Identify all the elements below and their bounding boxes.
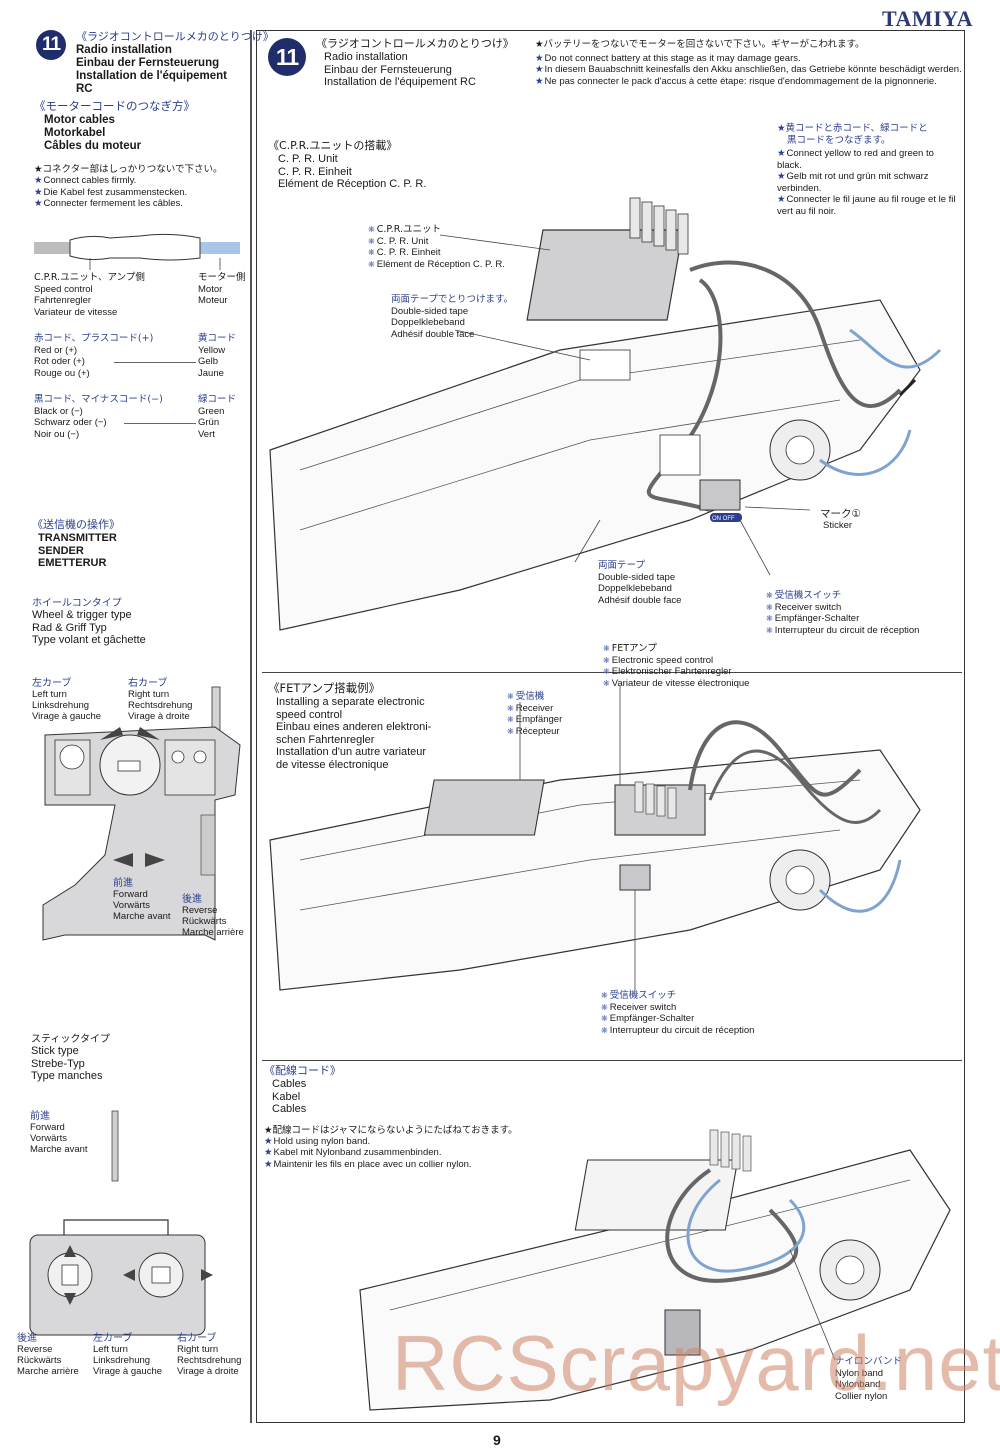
transmitter-block: 《送信機の操作》 TRANSMITTER SENDER EMETTERUR — [32, 518, 120, 569]
main-step-number-badge: 11 — [268, 38, 306, 76]
wheel-type-block: ホイールコンタイプ Wheel & trigger type Rad & Gri… — [32, 598, 146, 646]
connector-illustration — [34, 233, 240, 270]
cables-section-heading: 《配線コード》 Cables Kabel Cables ★配線コードはジャマにな… — [264, 1062, 518, 1170]
main-step-title-fr: Installation de l'équipement RC — [324, 76, 476, 88]
main-step-title-en: Radio installation — [324, 51, 408, 63]
stick-transmitter-illustration — [29, 1110, 213, 1336]
wheel-forward-label: 前進 Forward Vorwärts Marche avant — [113, 878, 171, 922]
double-sided-tape-label-1: 両面テープでとりつけます。 Double-sided tape Doppelkl… — [391, 294, 514, 340]
wire-pair-red-yellow: 赤コード、プラスコード(+) Red or (+) Rot oder (+) R… — [34, 333, 237, 379]
wheel-left-turn-label: 左カーブ Left turn Linksdrehung Virage à gau… — [32, 678, 102, 722]
motor-cables-fr: Câbles du moteur — [44, 140, 142, 152]
motor-cables-note-fr: Connecter fermement les câbles. — [34, 198, 222, 210]
sidebar-divider — [250, 30, 252, 1423]
double-sided-tape-label-2: 両面テープ Double-sided tape Doppelklebeband … — [598, 560, 682, 606]
cpr-unit-label: C.P.R.ユニット C. P. R. Unit C. P. R. Einhei… — [368, 224, 505, 270]
stick-right-turn-label: 右カーブ Right turn Rechtsdrehung Virage à d… — [177, 1333, 242, 1377]
main-step-title-jp: 《ラジオコントロールメカのとりつけ》 — [316, 37, 514, 50]
wheel-reverse-label: 後進 Reverse Rückwärts Marche arrière — [182, 894, 244, 938]
step-number-badge: 11 — [36, 30, 66, 60]
wheel-transmitter-illustration — [42, 686, 241, 941]
sticker-label: マーク① Sticker — [820, 508, 861, 531]
stick-forward-label: 前進 Forward Vorwärts Marche avant — [30, 1111, 88, 1155]
nylon-band-label: ナイロンバンド Nylon band Nylonband Collier nyl… — [835, 1356, 902, 1402]
chassis-illustration-fet — [269, 685, 921, 991]
step-title-en: Radio installation — [76, 44, 172, 56]
wheel-right-turn-label: 右カーブ Right turn Rechtsdrehung Virage à d… — [128, 678, 193, 722]
cpr-section-heading: 《C.P.R.ユニットの搭載》 C. P. R. Unit C. P. R. E… — [268, 139, 427, 190]
wire-pair-black-green: 黒コード、マイナスコード(−) Black or (−) Schwarz ode… — [34, 394, 237, 440]
step-title-de: Einbau der Fernsteuerung — [76, 57, 220, 69]
motor-cables-note-jp: ★コネクター部はしっかりつないで下さい。 — [34, 164, 223, 175]
chassis-illustration-cables — [359, 1129, 951, 1411]
stick-reverse-label: 後進 Reverse Rückwärts Marche arrière — [17, 1333, 79, 1377]
step-title-fr: Installation de l'équipement — [76, 70, 227, 82]
main-frame — [256, 30, 965, 1423]
battery-warning: ★バッテリーをつないでモーターを回さないで下さい。ギヤーがこわれます。 Do n… — [535, 39, 965, 87]
receiver-switch-label-1: 受信機スイッチ Receiver switch Empfänger-Schalt… — [766, 590, 920, 636]
watermark: RCScrapyard.net — [392, 1319, 1000, 1407]
receiver-label: 受信機 Receiver Empfänger Récepteur — [507, 691, 562, 737]
brand-logo: TAMIYA — [882, 6, 974, 31]
switch-on-off-text: ON OFF — [712, 516, 735, 522]
motor-cables-note-de: Die Kabel fest zusammenstecken. — [34, 187, 222, 199]
stick-left-turn-label: 左カーブ Left turn Linksdrehung Virage à gau… — [93, 1333, 163, 1377]
motor-cables-block: 《モーターコードのつなぎ方》 Motor cables Motorkabel C… — [34, 98, 222, 210]
page-number: 9 — [493, 1432, 501, 1448]
motor-cables-jp: 《モーターコードのつなぎ方》 — [34, 99, 195, 113]
connector-left-label: C.P.R.ユニット、アンプ側 Speed control Fahrtenreg… — [34, 272, 145, 318]
section-divider-cables — [262, 1060, 962, 1061]
step-title-fr-2: RC — [76, 83, 93, 95]
receiver-switch-label-2: 受信機スイッチ Receiver switch Empfänger-Schalt… — [601, 990, 755, 1036]
connector-right-label: モーター側 Motor Moteur — [198, 272, 246, 306]
stick-type-block: スティックタイプ Stick type Strebe-Typ Type manc… — [31, 1034, 110, 1082]
motor-cables-de: Motorkabel — [44, 127, 106, 139]
motor-cables-en: Motor cables — [44, 114, 115, 126]
main-step-title-de: Einbau der Fernsteuerung — [324, 63, 452, 76]
fet-section-heading: 《FETアンプ搭載例》 Installing a separate electr… — [268, 681, 432, 771]
connect-wires-note: ★黄コードと赤コード、緑コードと 黒コードをつなぎます。 Connect yel… — [777, 123, 957, 217]
motor-cables-note-en: Connect cables firmly. — [34, 175, 222, 187]
step-title-jp: 《ラジオコントロールメカのとりつけ》 — [76, 30, 274, 43]
fet-amp-label: FETアンプ Electronic speed control Elektron… — [603, 643, 750, 689]
